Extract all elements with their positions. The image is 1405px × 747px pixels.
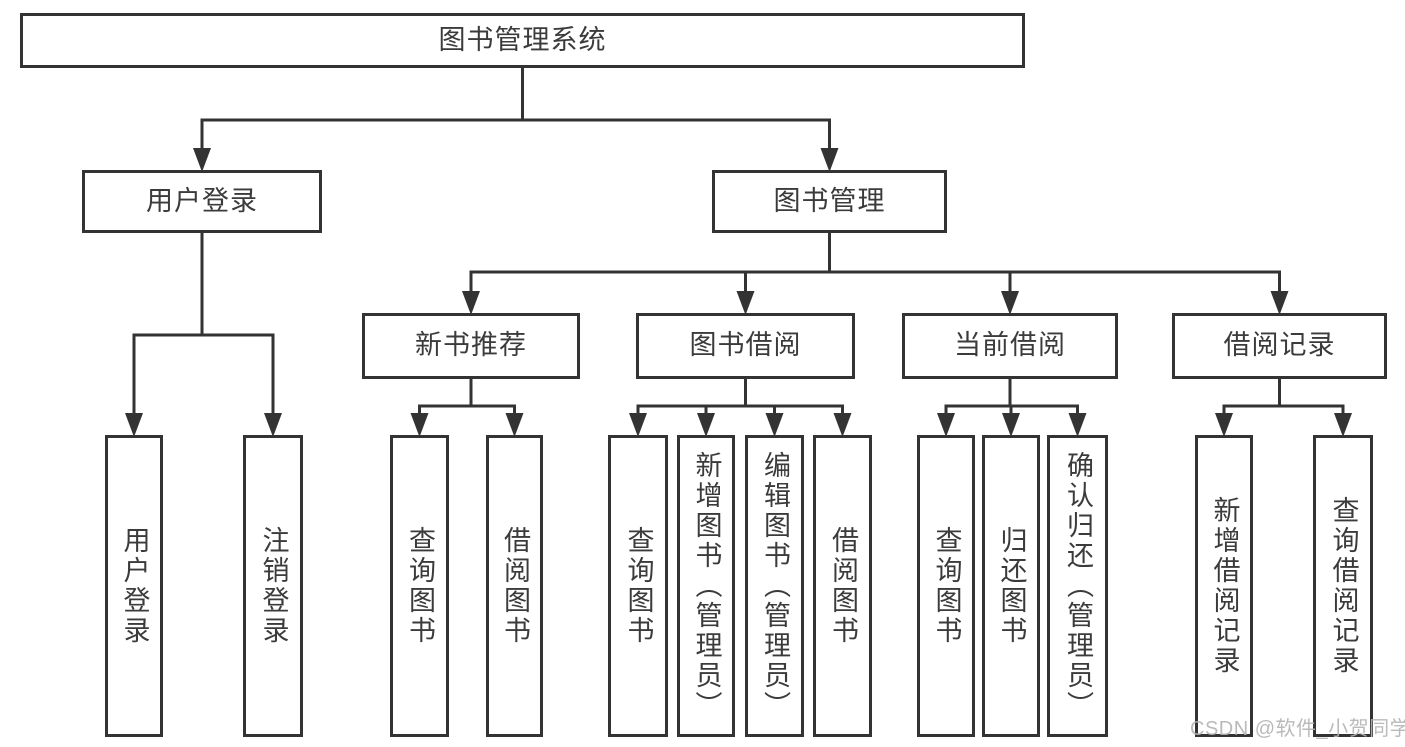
arrowhead-icon: [1001, 291, 1019, 315]
node-leaf-query-book-2: 查询图书: [608, 435, 668, 737]
node-label-leaf-borrow-book-1: 借阅图书: [500, 526, 530, 646]
node-new-book-rec: 新书推荐: [362, 313, 580, 379]
node-label-leaf-return-book: 归还图书: [996, 526, 1027, 646]
node-current-borrow: 当前借阅: [902, 313, 1118, 379]
arrowhead-icon: [937, 413, 955, 437]
node-leaf-logout: 注销登录: [243, 435, 303, 737]
node-label-root: 图书管理系统: [438, 24, 607, 55]
node-leaf-return-book: 归还图书: [982, 435, 1040, 737]
node-label-book-mgmt: 图书管理: [773, 185, 886, 216]
node-label-leaf-query-book-2: 查询图书: [623, 526, 654, 646]
node-label-leaf-add-borrow-record: 新增借阅记录: [1209, 496, 1240, 676]
arrowhead-icon: [765, 413, 784, 437]
node-book-borrow: 图书借阅: [636, 313, 855, 379]
arrowhead-icon: [462, 291, 480, 315]
node-label-new-book-rec: 新书推荐: [415, 330, 527, 361]
arrowhead-icon: [1215, 413, 1233, 437]
node-book-mgmt: 图书管理: [712, 170, 947, 233]
node-label-current-borrow: 当前借阅: [954, 330, 1066, 361]
arrowhead-icon: [1270, 291, 1289, 315]
node-label-leaf-user-login: 用户登录: [119, 526, 150, 646]
arrowhead-icon: [193, 148, 211, 172]
node-leaf-user-login: 用户登录: [105, 435, 163, 737]
arrowhead-icon: [410, 413, 429, 437]
node-label-leaf-confirm-return: 确认归还（管理员）: [1063, 451, 1093, 721]
arrowhead-icon: [629, 413, 647, 437]
node-leaf-add-book: 新增图书（管理员）: [677, 435, 735, 737]
node-label-book-borrow: 图书借阅: [689, 330, 802, 361]
arrowhead-icon: [505, 413, 524, 437]
node-leaf-query-borrow-record: 查询借阅记录: [1313, 435, 1373, 737]
arrowhead-icon: [125, 413, 143, 437]
node-leaf-edit-book: 编辑图书（管理员）: [745, 435, 804, 737]
node-label-leaf-edit-book: 编辑图书（管理员）: [760, 451, 790, 721]
arrowhead-icon: [697, 413, 715, 437]
arrowhead-icon: [736, 291, 755, 315]
arrowhead-icon: [820, 148, 839, 172]
node-leaf-query-book-3: 查询图书: [917, 435, 975, 737]
arrowhead-icon: [833, 413, 852, 437]
node-label-borrow-records: 借阅记录: [1223, 330, 1336, 361]
node-borrow-records: 借阅记录: [1172, 313, 1387, 379]
node-label-leaf-query-book-1: 查询图书: [405, 526, 435, 646]
node-leaf-borrow-book-1: 借阅图书: [486, 435, 543, 737]
arrowhead-icon: [264, 413, 282, 437]
node-root: 图书管理系统: [20, 13, 1025, 68]
node-leaf-borrow-book-2: 借阅图书: [813, 435, 872, 737]
node-leaf-add-borrow-record: 新增借阅记录: [1195, 435, 1253, 737]
arrowhead-icon: [1334, 413, 1352, 437]
node-label-leaf-query-book-3: 查询图书: [931, 526, 962, 646]
arrowhead-icon: [1068, 413, 1087, 437]
node-label-leaf-logout: 注销登录: [258, 526, 289, 646]
node-user-login: 用户登录: [82, 170, 322, 233]
node-label-user-login: 用户登录: [146, 185, 258, 216]
node-label-leaf-borrow-book-2: 借阅图书: [828, 526, 858, 646]
watermark: CSDN @软件_小贺同学: [1190, 718, 1405, 740]
node-leaf-confirm-return: 确认归还（管理员）: [1047, 435, 1108, 737]
node-leaf-query-book-1: 查询图书: [390, 435, 449, 737]
node-label-leaf-add-book: 新增图书（管理员）: [691, 451, 722, 721]
node-label-leaf-query-borrow-record: 查询借阅记录: [1328, 496, 1359, 676]
arrowhead-icon: [1002, 413, 1020, 437]
